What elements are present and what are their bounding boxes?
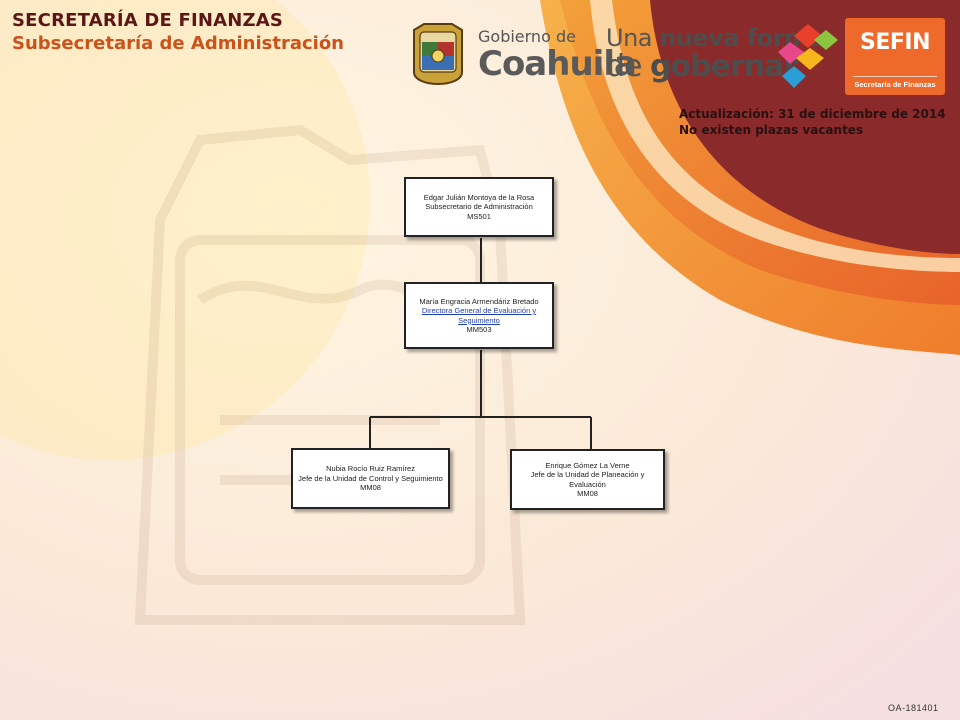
gobierno-de-text: Gobierno de [478, 27, 576, 46]
coahuila-text: Coahuila [478, 44, 637, 84]
slogan-line-2: de gobernar [606, 49, 798, 84]
secretaria-title: SECRETARÍA DE FINANZAS [12, 10, 284, 31]
subsecretario-code: MS501 [467, 211, 491, 221]
subsecretaria-title: Subsecretaría de Administración [12, 33, 344, 54]
header: SECRETARÍA DE FINANZAS Subsecretaría de … [12, 10, 344, 54]
org-box-directora: María Engracia Armendáriz Bretado Direct… [404, 282, 554, 349]
sefin-title: SEFIN [860, 30, 931, 55]
org-box-planeacion-evaluacion: Enrique Gómez La Verne Jefe de la Unidad… [510, 449, 665, 510]
control-title: Jefe de la Unidad de Control y Seguimien… [298, 473, 443, 483]
planeacion-title: Jefe de la Unidad de Planeación y Evalua… [530, 470, 645, 489]
planeacion-code: MM08 [577, 489, 598, 498]
document-code: OA-181401 [888, 703, 939, 713]
directora-name: María Engracia Armendáriz Bretado [419, 296, 539, 306]
org-box-control-seguimiento: Nubia Rocío Ruiz Ramírez Jefe de la Unid… [291, 448, 450, 509]
directora-code: MM503 [466, 325, 492, 334]
sefin-logo: SEFIN Secretaría de Finanzas [845, 18, 945, 95]
gobierno-coahuila-logo: Gobierno de Coahuila [478, 27, 637, 84]
control-code: MM08 [360, 483, 381, 493]
control-name: Nubia Rocío Ruiz Ramírez [326, 464, 415, 474]
coahuila-seal-logo [413, 23, 463, 86]
vacancy-status: No existen plazas vacantes [679, 123, 864, 137]
update-date: Actualización: 31 de diciembre de 2014 [679, 107, 946, 121]
sefin-subtitle: Secretaría de Finanzas [854, 80, 936, 89]
directora-title-link[interactable]: Directora General de Evaluación y Seguim… [421, 306, 537, 325]
subsecretario-title: Subsecretario de Administración [425, 202, 533, 212]
org-box-subsecretario: Edgar Julián Montoya de la Rosa Subsecre… [404, 177, 554, 237]
colored-diamonds-icon [778, 24, 838, 88]
sefin-divider [853, 76, 937, 77]
update-notice: Actualización: 31 de diciembre de 2014 N… [679, 106, 946, 138]
subsecretario-name: Edgar Julián Montoya de la Rosa [423, 192, 535, 202]
planeacion-name: Enrique Gómez La Verne [545, 460, 630, 470]
